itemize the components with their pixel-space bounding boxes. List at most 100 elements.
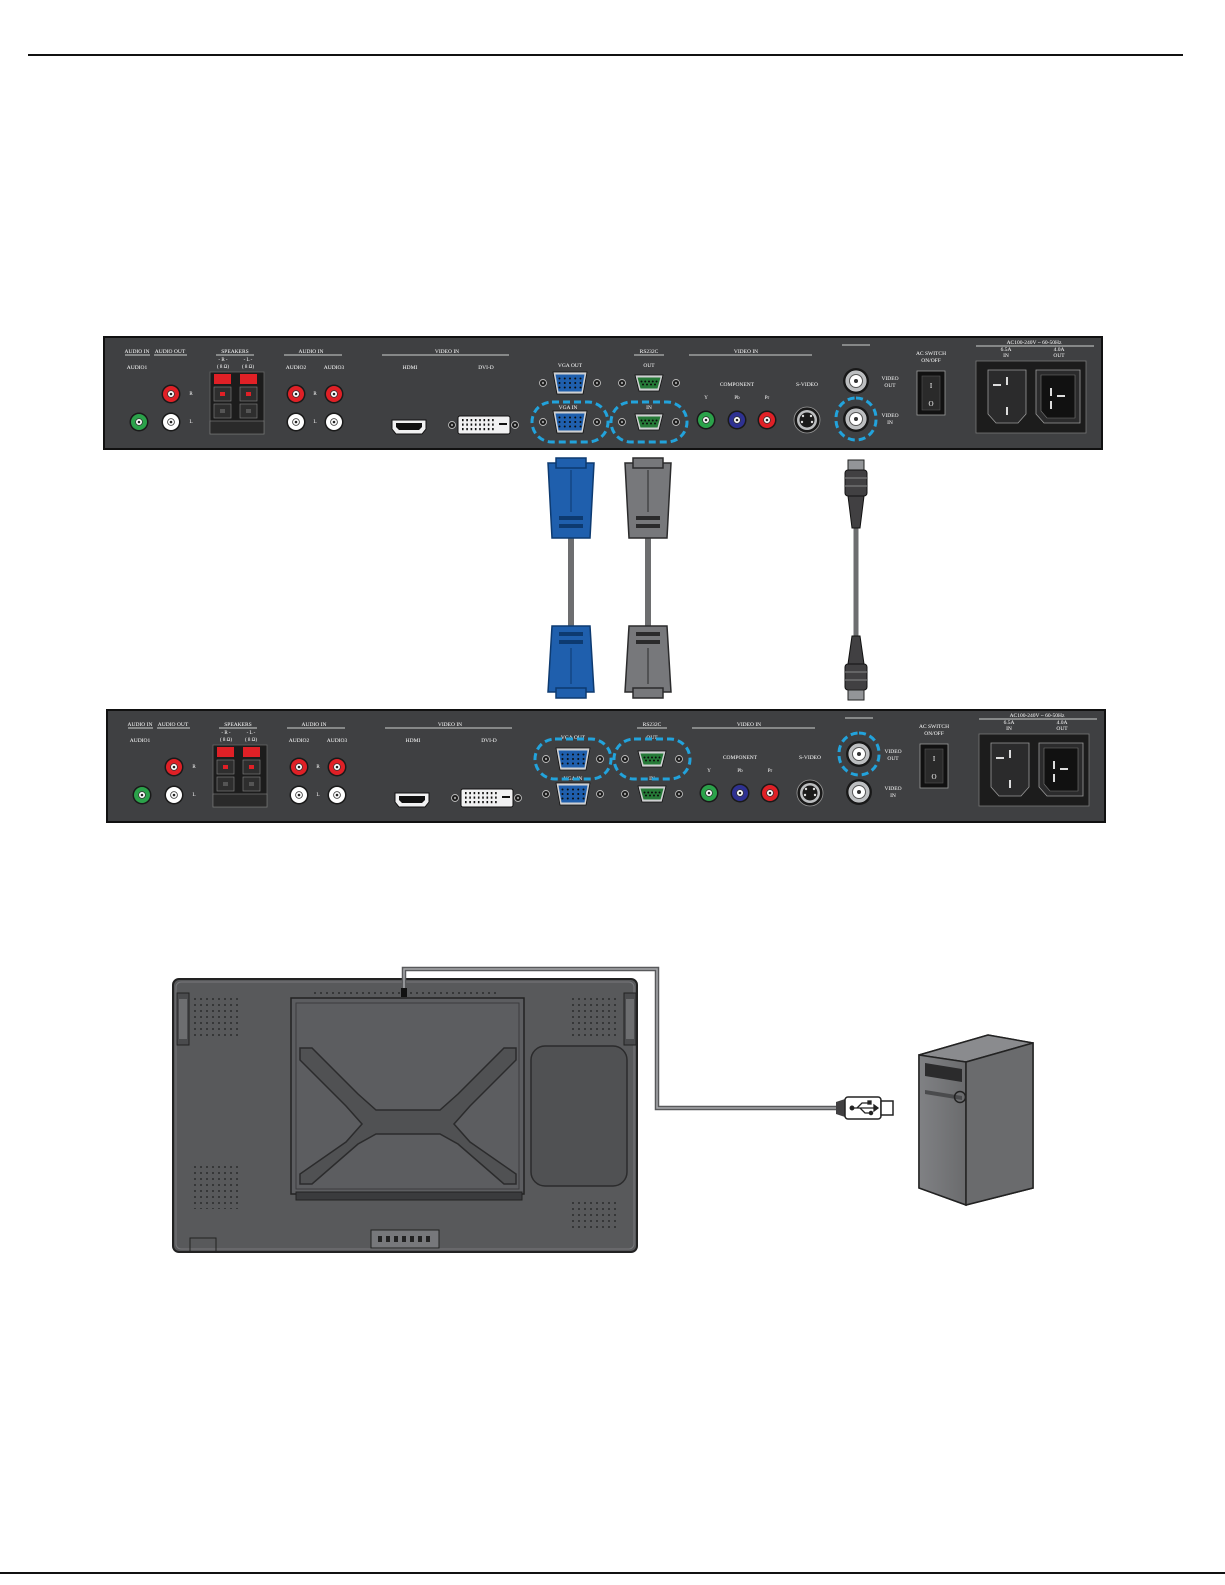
panel-label: IN (887, 420, 893, 426)
vga-out-port-pin (566, 758, 569, 760)
panel-label: Pb (734, 396, 740, 401)
dvi-pin (466, 419, 468, 422)
vga-out-port-pin (572, 762, 574, 765)
panel-label: VIDEO IN (435, 349, 459, 355)
screw-center (623, 757, 627, 761)
usb-plug (836, 1096, 894, 1120)
dvi-pin (482, 792, 484, 795)
speaker-tab-r (214, 374, 231, 384)
dvi-pin (469, 796, 471, 799)
vga-out-port-pin (561, 758, 564, 760)
ac-switch-off-mark: O (931, 773, 936, 781)
screw-center (674, 420, 678, 424)
monitor-rear (172, 978, 638, 1253)
serial-plug-bottom (624, 625, 672, 699)
vga-out-port-pin (558, 382, 561, 384)
usb-cable (401, 966, 894, 1120)
dvi-pin (495, 796, 497, 799)
rs232c-out-port-pin (654, 756, 657, 759)
panel-label: AUDIO2 (286, 365, 307, 371)
dvi-pin (465, 796, 467, 799)
screw-center (677, 792, 681, 796)
panel-label: - L - (244, 358, 253, 363)
rs232c-out-port-pin (647, 756, 650, 759)
panel-label: VIDEO (884, 749, 901, 755)
panel-label: AUDIO IN (125, 349, 150, 355)
dvi-pin (474, 428, 477, 431)
dvi-pin (490, 801, 493, 804)
rs232c-out-port-pin (640, 380, 643, 383)
vga-in-port-pin (582, 793, 585, 795)
dvi-pin (479, 423, 481, 426)
vga-in-port-pin (561, 793, 564, 795)
vga-out-port-pin (579, 377, 582, 380)
svideo-pin (813, 793, 817, 797)
speaker-post-hole (249, 782, 254, 786)
panel-label: 6.5A (1001, 347, 1012, 353)
panel-label: COMPONENT (720, 382, 755, 388)
ac-switch-off-mark: O (928, 400, 933, 408)
panel-label: VIDEO (881, 376, 898, 382)
rs232c-out-port-pin (658, 756, 661, 759)
panel-label: - R - (218, 358, 228, 363)
ac-switch-rocker (921, 375, 941, 411)
vga-out-port-pin (582, 762, 585, 765)
screw-center (544, 757, 548, 761)
screw-center (453, 796, 457, 800)
ac-switch-on-mark: I (933, 755, 936, 763)
dvi-pin (465, 801, 467, 804)
vga-in-port-pin (561, 788, 564, 791)
rs232c-out-port-pin (657, 759, 659, 762)
speaker-tab-l (243, 747, 260, 757)
vga-in-port-pin (566, 797, 569, 800)
panel-label: R (189, 392, 193, 397)
audio-out-r-jack-pin (172, 765, 176, 769)
speaker-post-hole (220, 392, 225, 396)
ac-outlet-pin (1057, 395, 1065, 397)
component-y-jack-pin (704, 418, 708, 422)
speaker-post-hole (223, 765, 228, 769)
panel-label: VGA OUT (558, 363, 583, 369)
rs232c-in-port-pin (649, 794, 651, 797)
vga-in-port-pin (577, 797, 580, 800)
rs232c-in-port-pin (658, 791, 661, 794)
dvi-pin (462, 423, 464, 426)
ac-outlet-pin (1053, 774, 1055, 782)
bottom-rule (0, 1572, 1225, 1574)
dvi-pin (477, 801, 480, 804)
screw-center (541, 420, 545, 424)
vga-out-port-pin (574, 377, 577, 380)
panel-label: ON/OFF (924, 731, 944, 737)
panel-label: HDMI (406, 738, 421, 744)
vga-plug-top (547, 457, 595, 539)
vga-in-port-pin (579, 416, 582, 419)
ac-inlet (990, 742, 1030, 797)
panel-label: COMPONENT (723, 755, 758, 761)
speaker-post-hole (223, 782, 228, 786)
dvi-pin (479, 428, 481, 431)
vga-out-port-pin (572, 758, 574, 760)
panel-label: RS232C (643, 722, 662, 728)
dvi-pin (470, 428, 473, 431)
dvi-blade (502, 796, 510, 798)
speaker-tab-r (217, 747, 234, 757)
audio2-r-jack-pin (294, 392, 298, 396)
svideo-pin (800, 420, 804, 424)
panel-label: Y (707, 769, 711, 774)
screw-center (516, 796, 520, 800)
rs232c-in-port-pin (654, 791, 657, 794)
vga-out-port-pin (579, 382, 582, 384)
ac-outlet-pin (1060, 768, 1068, 770)
vga-out-port-pin (577, 758, 580, 760)
panel-label: L (189, 420, 192, 425)
dvi-pin (479, 419, 481, 422)
serial-plug-top (624, 457, 672, 539)
rs232c-out-port-pin (646, 383, 648, 386)
vga-in-port-pin (563, 421, 566, 423)
svideo-pin (803, 793, 807, 797)
panel-label: L (192, 793, 195, 798)
ac-switch-rocker (924, 748, 944, 784)
panel-label: SPEAKERS (221, 349, 249, 355)
dvi-pin (492, 423, 494, 426)
rs232c-out-port-pin (651, 380, 654, 383)
